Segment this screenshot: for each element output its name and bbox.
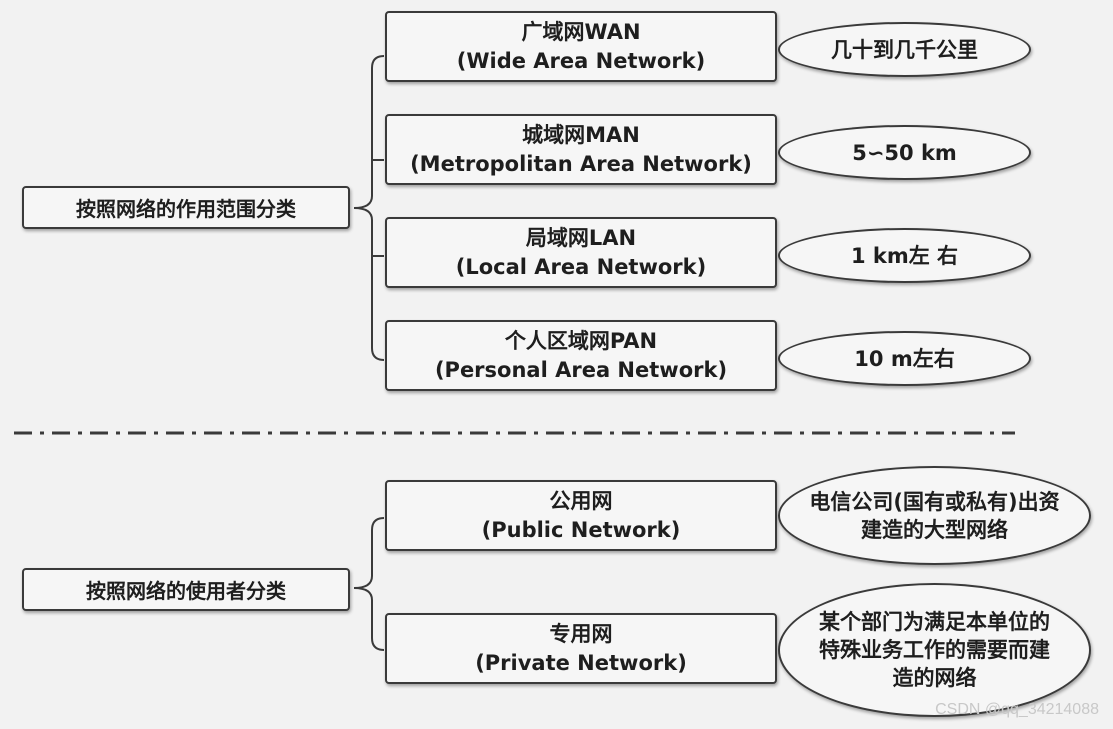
- public-network-name: 公用网: [549, 488, 613, 513]
- wan-name: 广域网WAN: [521, 19, 641, 44]
- lan-range: 1 km左 右: [850, 243, 959, 268]
- lan-full: (Local Area Network): [455, 254, 707, 279]
- wan-range-ellipse: 几十到几千公里: [778, 22, 1031, 77]
- pan-range-ellipse: 10 m左右: [778, 331, 1031, 386]
- pan-name: 个人区域网PAN: [504, 328, 658, 353]
- pan-full: (Personal Area Network): [434, 357, 728, 382]
- private-network-name: 专用网: [549, 621, 613, 646]
- pan-range: 10 m左右: [854, 346, 955, 371]
- scope-root-label: 按照网络的作用范围分类: [76, 197, 296, 221]
- private-network-desc-ellipse: 某个部门为满足本单位的 特殊业务工作的需要而建 造的网络: [778, 583, 1091, 717]
- public-network-full: (Public Network): [481, 517, 681, 542]
- private-network-desc-line-2: 特殊业务工作的需要而建: [819, 638, 1050, 662]
- scope-bracket: [353, 55, 385, 361]
- private-network-full: (Private Network): [475, 650, 687, 675]
- man-range: 5∽50 km: [852, 140, 957, 165]
- public-network-box: 公用网 (Public Network): [385, 480, 777, 551]
- man-box: 城域网MAN (Metropolitan Area Network): [385, 114, 777, 185]
- public-network-desc-line-1: 电信公司(国有或私有)出资: [809, 489, 1060, 514]
- man-name: 城域网MAN: [522, 122, 640, 147]
- user-root-label: 按照网络的使用者分类: [86, 579, 286, 603]
- man-full: (Metropolitan Area Network): [410, 151, 752, 176]
- private-network-desc-line-3: 造的网络: [892, 666, 977, 690]
- wan-full: (Wide Area Network): [456, 48, 706, 73]
- wan-box: 广域网WAN (Wide Area Network): [385, 11, 777, 82]
- user-root-box: 按照网络的使用者分类: [22, 568, 350, 611]
- lan-name: 局域网LAN: [525, 225, 637, 250]
- lan-box: 局域网LAN (Local Area Network): [385, 217, 777, 288]
- scope-root-box: 按照网络的作用范围分类: [22, 186, 350, 229]
- lan-range-ellipse: 1 km左 右: [778, 228, 1031, 283]
- public-network-desc-line-2: 建造的大型网络: [860, 517, 1008, 542]
- private-network-desc-line-1: 某个部门为满足本单位的: [819, 610, 1050, 634]
- public-network-desc-ellipse: 电信公司(国有或私有)出资 建造的大型网络: [778, 466, 1091, 565]
- watermark: CSDN @qq_34214088: [935, 701, 1099, 718]
- private-network-box: 专用网 (Private Network): [385, 613, 777, 684]
- user-bracket: [353, 517, 385, 651]
- wan-range: 几十到几千公里: [831, 37, 978, 62]
- pan-box: 个人区域网PAN (Personal Area Network): [385, 320, 777, 391]
- man-range-ellipse: 5∽50 km: [778, 125, 1031, 180]
